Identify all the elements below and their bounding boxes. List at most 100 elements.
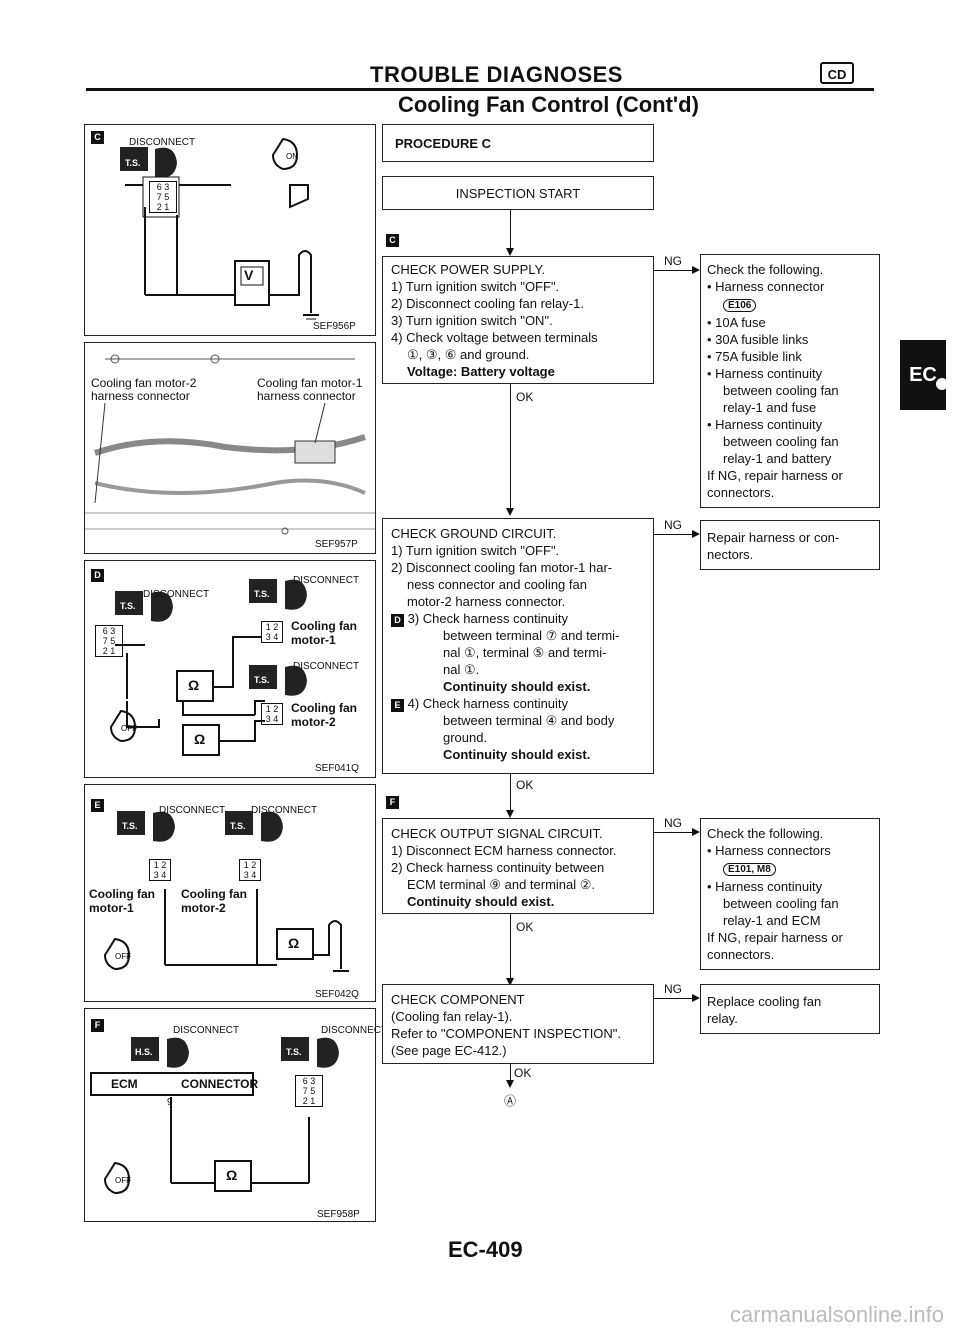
spec-line: Voltage: Battery voltage bbox=[407, 364, 555, 379]
fan1-connector: 1 2 3 4 bbox=[149, 859, 171, 881]
svg-text:T.S.: T.S. bbox=[122, 821, 138, 831]
step-line: CHECK COMPONENT bbox=[391, 992, 525, 1007]
disconnect-label: DISCONNECT bbox=[293, 575, 360, 586]
diagram-tag: E bbox=[91, 799, 104, 812]
check-power-supply-box: CHECK POWER SUPPLY. 1) Turn ignition swi… bbox=[382, 256, 654, 384]
remedy-line: relay-1 and fuse bbox=[723, 400, 817, 415]
remedy-line: between cooling fan bbox=[723, 383, 839, 398]
figure-code: SEF041Q bbox=[315, 763, 359, 774]
disconnect-label: DISCONNECT bbox=[293, 661, 360, 672]
step-line: 2) Check harness continuity between bbox=[391, 860, 605, 875]
remedy-line: • Harness connector bbox=[707, 279, 825, 294]
disconnect-label: DISCONNECT bbox=[159, 805, 226, 816]
figure-code: SEF956P bbox=[313, 321, 356, 332]
page-number: EC-409 bbox=[448, 1237, 523, 1262]
check-ground-circuit-box: CHECK GROUND CIRCUIT. 1) Turn ignition s… bbox=[382, 518, 654, 774]
connector-line bbox=[654, 832, 694, 833]
pin: 1 bbox=[164, 202, 170, 212]
right-arrow-icon bbox=[692, 266, 700, 274]
pin: 2 bbox=[302, 1096, 308, 1106]
spec-line: Continuity should exist. bbox=[443, 679, 591, 694]
pin: 3 bbox=[243, 870, 249, 880]
remedy-line: If NG, repair harness or bbox=[707, 468, 843, 483]
svg-text:H.S.: H.S. bbox=[135, 1047, 153, 1057]
step-line: 1) Turn ignition switch "OFF". bbox=[391, 543, 560, 558]
relay-connector: 6 3 7 5 2 1 bbox=[295, 1075, 323, 1107]
pin: 1 bbox=[265, 704, 271, 714]
pin: 2 bbox=[161, 860, 167, 870]
pin: 1 bbox=[265, 622, 271, 632]
diagram-tag: F bbox=[91, 1019, 104, 1032]
remedy-line: • 10A fuse bbox=[707, 315, 766, 330]
diagram-d: D T.S. T.S. T.S. OFF DISCONNECT DISCONNE… bbox=[84, 560, 376, 778]
pin: 5 bbox=[164, 192, 170, 202]
ohmmeter-label: Ω bbox=[188, 677, 200, 693]
connector-line bbox=[510, 774, 511, 812]
start-label: INSPECTION START bbox=[455, 186, 581, 201]
pin: 4 bbox=[273, 714, 279, 724]
remedy-line: nectors. bbox=[707, 547, 754, 562]
spec-line: Continuity should exist. bbox=[443, 747, 591, 762]
ng-label: NG bbox=[664, 816, 682, 830]
pin: 1 bbox=[110, 646, 116, 656]
step-line: 1) Turn ignition switch "OFF". bbox=[391, 279, 560, 294]
step-tag: E bbox=[391, 699, 404, 712]
pin: 3 bbox=[153, 870, 159, 880]
step-line: nal ①, terminal ⑤ and termi- bbox=[443, 645, 607, 660]
pin: 1 bbox=[310, 1096, 316, 1106]
step-line: ①, ③, ⑥ and ground. bbox=[407, 347, 530, 362]
step-line: ness connector and cooling fan bbox=[407, 577, 587, 592]
next-step-marker: Ⓐ bbox=[504, 1094, 517, 1108]
remedy-line: between cooling fan bbox=[723, 434, 839, 449]
diagram-tag: C bbox=[91, 131, 104, 144]
pin: 2 bbox=[156, 202, 162, 212]
step-line: between terminal ④ and body bbox=[443, 713, 615, 728]
check-output-signal-box: CHECK OUTPUT SIGNAL CIRCUIT. 1) Disconne… bbox=[382, 818, 654, 914]
svg-text:T.S.: T.S. bbox=[120, 601, 136, 611]
ground-circuit-diagram: T.S. T.S. T.S. OFF bbox=[109, 579, 307, 756]
disconnect-label: DISCONNECT bbox=[251, 805, 318, 816]
remedy-line: • Harness connectors bbox=[707, 843, 831, 858]
pin: 4 bbox=[251, 870, 257, 880]
cd-section-icon: CD bbox=[820, 62, 854, 84]
connector-line bbox=[654, 270, 694, 271]
remedy-line: relay-1 and ECM bbox=[723, 913, 821, 928]
pin: 1 bbox=[243, 860, 249, 870]
step-line: Refer to "COMPONENT INSPECTION". bbox=[391, 1026, 622, 1041]
connector-line bbox=[510, 1064, 511, 1082]
figure-code: SEF958P bbox=[317, 1209, 360, 1220]
svg-text:T.S.: T.S. bbox=[286, 1047, 302, 1057]
step-line: (See page EC-412.) bbox=[391, 1043, 507, 1058]
svg-text:ON: ON bbox=[286, 152, 298, 161]
ok-label: OK bbox=[516, 920, 534, 934]
remedy-line: Check the following. bbox=[707, 262, 824, 277]
connector-line bbox=[654, 998, 694, 999]
relay-connector: 6 3 7 5 2 1 bbox=[95, 625, 123, 657]
spec-line: Continuity should exist. bbox=[407, 894, 555, 909]
ec-section-tab: EC bbox=[900, 340, 946, 410]
remedy-line: connectors. bbox=[707, 485, 775, 500]
fan1-connector: 1 2 3 4 bbox=[261, 621, 283, 643]
remedy-line: • Harness continuity bbox=[707, 417, 823, 432]
connector-label: CONNECTOR bbox=[181, 1077, 259, 1091]
pin: 7 bbox=[102, 636, 108, 646]
down-arrow-icon bbox=[506, 1080, 514, 1088]
remedy-box-2: Repair harness or con- nectors. bbox=[700, 520, 880, 570]
ok-label: OK bbox=[516, 390, 534, 404]
ng-label: NG bbox=[664, 518, 682, 532]
title-rule bbox=[86, 88, 874, 91]
step-tag: F bbox=[386, 796, 399, 809]
svg-text:T.S.: T.S. bbox=[230, 821, 246, 831]
ohmmeter-label: Ω bbox=[194, 731, 206, 747]
pin: 2 bbox=[251, 860, 257, 870]
step-line: ground. bbox=[443, 730, 488, 745]
pin: 3 bbox=[310, 1076, 316, 1086]
remedy-line: relay-1 and battery bbox=[723, 451, 832, 466]
start-box: INSPECTION START bbox=[382, 176, 654, 210]
right-arrow-icon bbox=[692, 994, 700, 1002]
voltmeter-label: V bbox=[244, 267, 254, 283]
procedure-box: PROCEDURE C bbox=[382, 124, 654, 162]
pin: 4 bbox=[161, 870, 167, 880]
connector-code-badge: E101, M8 bbox=[723, 863, 776, 876]
step-line: nal ①. bbox=[443, 662, 480, 677]
